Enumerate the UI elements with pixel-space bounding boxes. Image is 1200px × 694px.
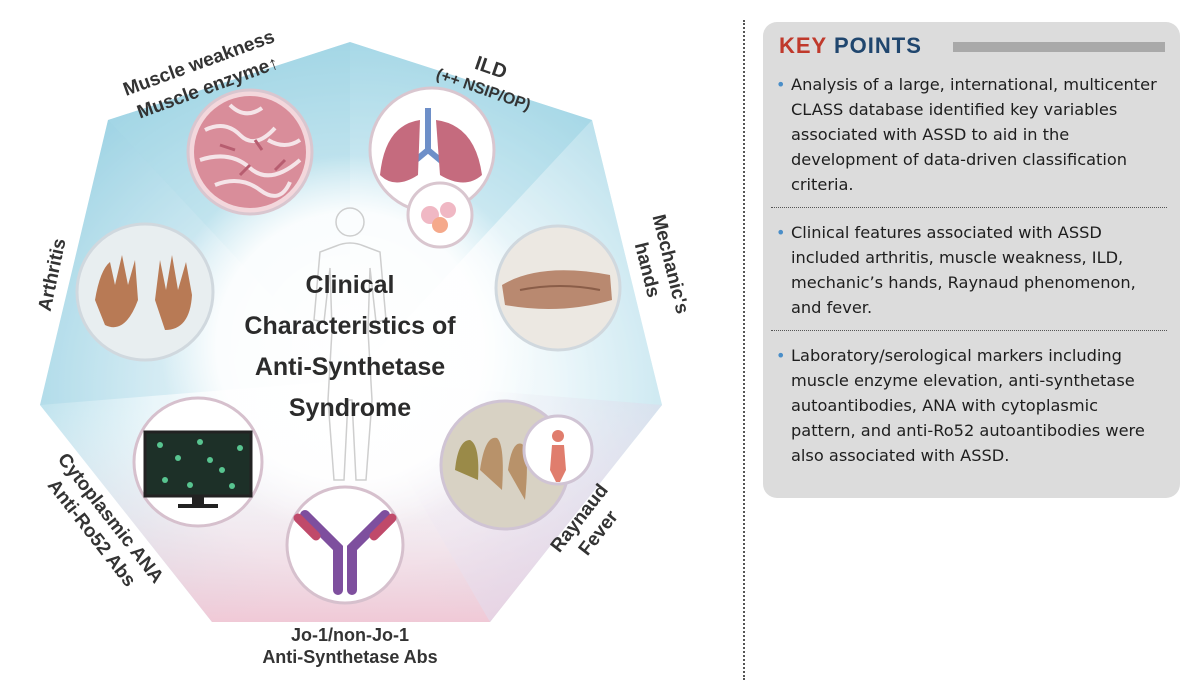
key-point-text: Analysis of a large, international, mult… <box>791 75 1157 194</box>
ana-screen-image <box>132 396 264 528</box>
key-point-item: • Clinical features associated with ASSD… <box>771 220 1167 331</box>
human-figure-silhouette <box>313 207 387 481</box>
bullet-icon: • <box>776 75 786 94</box>
antibody-image <box>285 485 405 605</box>
center-title-line-2: Characteristics of <box>244 312 456 340</box>
key-points-title-word-1: KEY <box>779 33 827 58</box>
center-title-line-1: Clinical <box>306 271 395 299</box>
vertical-divider <box>743 20 745 680</box>
center-title-line-3: Anti-Synthetase <box>255 353 445 381</box>
label-jo1-line-1: Jo-1/non-Jo-1 <box>291 625 409 645</box>
label-jo1-line-2: Anti-Synthetase Abs <box>262 647 437 667</box>
arthritis-hands-image <box>75 222 215 362</box>
key-point-text: Laboratory/serological markers including… <box>791 346 1145 465</box>
center-title: Clinical Characteristics of Anti-Synthet… <box>244 271 456 422</box>
raynaud-fingers-image <box>439 399 594 531</box>
bullet-icon: • <box>776 346 786 365</box>
key-points-panel: KEY POINTS • Analysis of a large, intern… <box>763 22 1180 498</box>
lungs-image <box>368 86 496 249</box>
key-points-title: KEY POINTS <box>779 33 922 59</box>
label-jo1: Jo-1/non-Jo-1 Anti-Synthetase Abs <box>262 625 437 667</box>
key-point-item: • Analysis of a large, international, mu… <box>771 72 1167 208</box>
key-points-title-word-2: POINTS <box>833 33 922 58</box>
muscle-tissue-image <box>186 88 314 216</box>
bullet-icon: • <box>776 223 786 242</box>
key-point-text: Clinical features associated with ASSD i… <box>791 223 1136 317</box>
key-point-item: • Laboratory/serological markers includi… <box>771 343 1167 478</box>
key-points-header-bar <box>953 42 1165 52</box>
ass-diagram: Clinical Characteristics of Anti-Synthet… <box>35 26 693 667</box>
mechanics-hands-image <box>494 224 622 352</box>
key-points-list: • Analysis of a large, international, mu… <box>771 72 1167 490</box>
center-title-line-4: Syndrome <box>289 394 411 422</box>
